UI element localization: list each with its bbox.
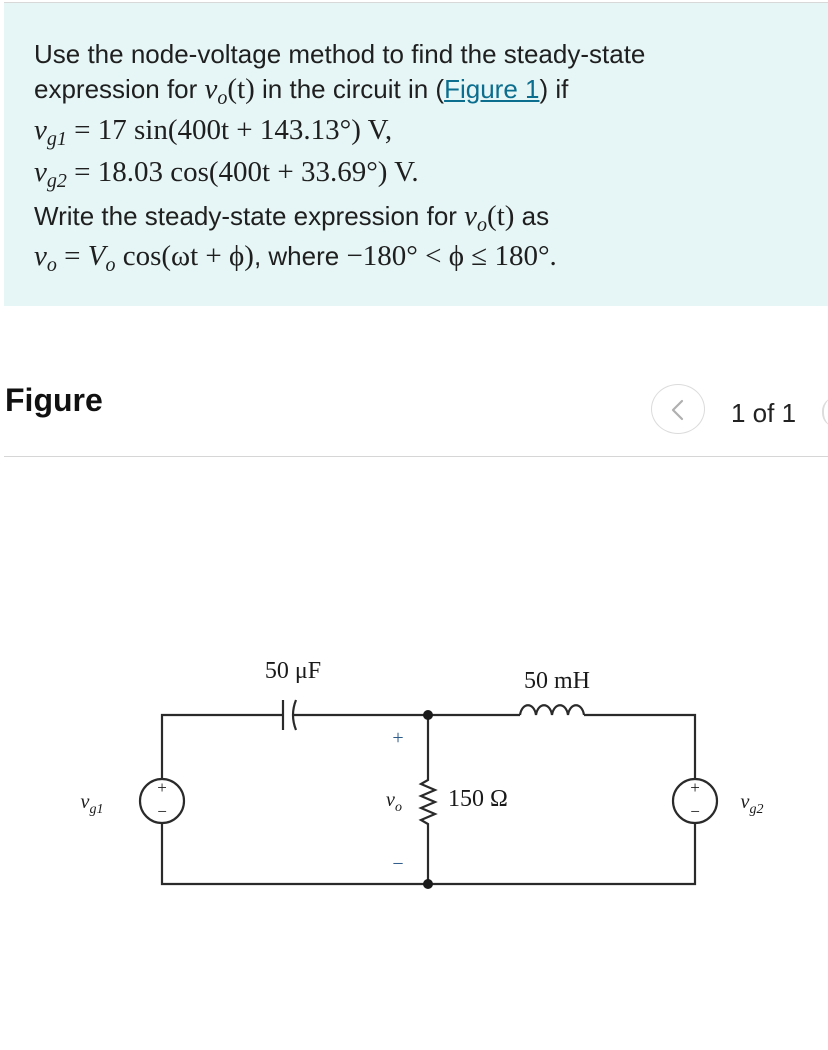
vg2-subscript: g2 — [46, 170, 67, 192]
phase-range: −180° < ϕ ≤ 180° — [346, 240, 550, 272]
figure-title: Figure — [5, 382, 103, 418]
period: . — [549, 240, 557, 272]
time-argument: (t) — [487, 200, 515, 232]
wire-top-right — [584, 713, 697, 778]
vo-plus-sign: + — [392, 727, 403, 749]
vg1-plus-sign: + — [157, 778, 167, 797]
amplitude-symbol: V — [87, 240, 106, 272]
figure-1-link[interactable]: Figure 1 — [444, 74, 540, 104]
top-border — [4, 2, 828, 3]
vg2-equation: vg2 = 18.03 cos(400t + 33.69°) V. — [34, 154, 419, 193]
capacitor-label: 50 μF — [265, 658, 321, 684]
vg1-equation: vg1 = 17 sin(400t + 143.13°) V, — [34, 112, 392, 151]
equals-sign: = — [56, 240, 88, 272]
vg1-subscript: g1 — [46, 128, 67, 150]
cosine-expression: cos(ωt + ϕ) — [115, 240, 254, 272]
problem-line-2: expression for vo(t) in the circuit in (… — [34, 71, 568, 110]
source-vg1 — [138, 777, 186, 825]
problem-text: Use the node-voltage method to find the … — [34, 39, 646, 69]
figure-divider — [4, 456, 828, 457]
resistor-label: 150 Ω — [448, 786, 508, 812]
vg2-minus-sign: − — [690, 802, 700, 821]
vo-label: vo — [386, 789, 402, 815]
problem-line-1: Use the node-voltage method to find the … — [34, 36, 645, 72]
next-figure-button[interactable] — [822, 397, 828, 427]
source-vg2 — [671, 777, 719, 825]
vg1-symbol: v — [34, 114, 47, 146]
chevron-left-icon — [671, 399, 684, 421]
vo-subscript: o — [46, 254, 57, 276]
problem-line-5: Write the steady-state expression for vo… — [34, 198, 549, 237]
wire-top-left — [160, 713, 283, 780]
problem-text: Write the steady-state expression for — [34, 201, 465, 231]
figure-pager: 1 of 1 — [731, 398, 797, 428]
time-argument: (t) — [227, 73, 255, 105]
resistor-150-ohm — [418, 715, 438, 884]
vo-symbol: v — [464, 200, 478, 232]
node-top — [423, 710, 433, 720]
vg2-symbol: v — [34, 156, 47, 188]
vo-minus-sign: − — [392, 853, 403, 875]
node-bottom — [423, 879, 433, 889]
vg2-plus-sign: + — [690, 778, 700, 797]
problem-text: in the circuit in ( — [254, 74, 445, 104]
vg2-label: vg2 — [741, 791, 764, 817]
problem-statement: Use the node-voltage method to find the … — [4, 3, 828, 306]
amplitude-subscript: o — [105, 254, 116, 276]
vg1-label: vg1 — [81, 791, 104, 817]
vg1-expression: = 17 sin(400t + 143.13°) V, — [66, 114, 393, 146]
problem-text: as — [514, 201, 550, 231]
vg2-expression: = 18.03 cos(400t + 33.69°) V. — [66, 156, 419, 188]
vg1-minus-sign: − — [157, 802, 167, 821]
vo-symbol: v — [34, 240, 47, 272]
vo-subscript: o — [477, 214, 488, 236]
inductor-coil — [518, 704, 586, 716]
problem-text: , where — [253, 241, 347, 271]
vo-symbol: v — [204, 73, 218, 105]
vo-subscript: o — [217, 87, 228, 109]
previous-figure-button[interactable] — [651, 384, 705, 434]
problem-text: ) if — [539, 74, 569, 104]
inductor-label: 50 mH — [524, 668, 590, 694]
problem-line-6: vo = Vo cos(ωt + ϕ), where −180° < ϕ ≤ 1… — [34, 238, 557, 277]
problem-text: expression for — [34, 74, 205, 104]
